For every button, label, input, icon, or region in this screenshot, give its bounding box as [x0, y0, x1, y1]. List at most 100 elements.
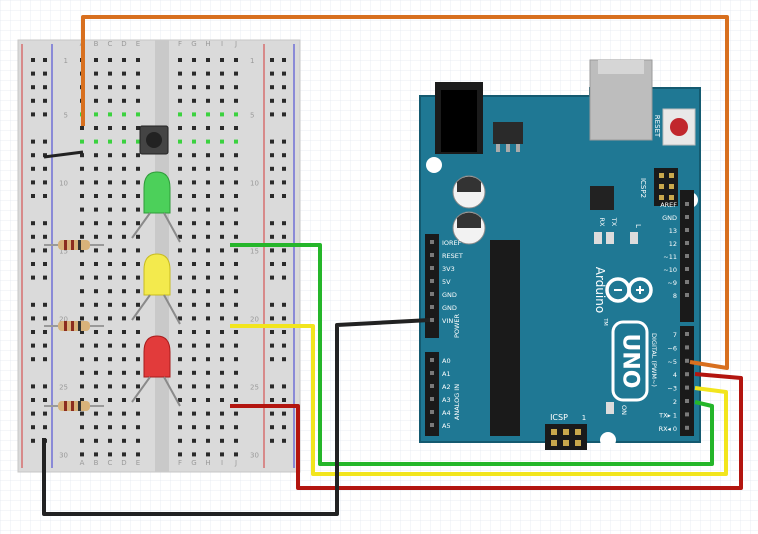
- breadboard-hole: [122, 207, 126, 212]
- column-letter: J: [234, 459, 237, 467]
- breadboard-hole: [234, 126, 238, 130]
- rail-hole: [282, 262, 286, 266]
- red-led-legs: [131, 376, 181, 407]
- rail-hole: [43, 194, 47, 198]
- pushbutton: [139, 125, 169, 155]
- breadboard-hole: [136, 289, 140, 294]
- analog-header: [425, 352, 439, 436]
- breadboard-hole: [108, 221, 112, 226]
- breadboard-hole: [136, 71, 140, 76]
- breadboard-hole: [80, 384, 84, 389]
- rail-hole: [282, 384, 286, 389]
- breadboard-hole: [108, 316, 112, 321]
- icsp2-pin: [669, 195, 674, 200]
- header-pin: [685, 241, 689, 245]
- breadboard-hole: [206, 71, 210, 76]
- header-pin: [685, 412, 689, 417]
- rail-hole: [43, 85, 47, 90]
- breadboard-hole: [220, 411, 224, 416]
- power-group-label: POWER: [453, 313, 461, 338]
- breadboard-hole: [108, 126, 112, 130]
- breadboard-hole: [108, 180, 112, 185]
- breadboard-hole: [234, 330, 238, 334]
- column-letter: I: [221, 459, 223, 467]
- rail-hole: [31, 316, 35, 321]
- breadboard-hole: [234, 166, 238, 171]
- rail-hole: [43, 58, 47, 62]
- breadboard-hole: [192, 384, 196, 389]
- header-pin: [685, 345, 689, 350]
- breadboard-hole: [234, 370, 238, 375]
- breadboard-hole: [178, 126, 182, 130]
- breadboard-hole: [122, 234, 126, 239]
- breadboard-hole: [108, 139, 112, 144]
- breadboard-hole: [178, 221, 182, 226]
- rail-hole: [282, 275, 286, 280]
- breadboard-hole: [192, 71, 196, 76]
- breadboard-hole: [178, 316, 182, 321]
- breadboard-hole: [206, 180, 210, 185]
- rail-hole: [282, 71, 286, 76]
- breadboard-hole: [178, 166, 182, 171]
- breadboard-hole: [108, 166, 112, 171]
- arduino-logo: [605, 277, 653, 303]
- resistor-1-band: [64, 240, 67, 250]
- icsp-pin: [575, 440, 581, 446]
- rail-hole: [31, 153, 35, 158]
- resistor-3-band: [78, 401, 81, 411]
- usb-chip: [590, 186, 614, 210]
- breadboard-hole: [206, 126, 210, 130]
- breadboard-hole: [108, 330, 112, 334]
- analog-pin-label: A4: [442, 409, 451, 417]
- header-pin: [685, 254, 689, 258]
- rail-hole: [43, 330, 47, 334]
- power-pin-label: GND: [442, 304, 457, 312]
- rail-hole: [270, 221, 274, 226]
- resistor-1-band: [78, 240, 81, 250]
- rail-hole: [270, 58, 274, 62]
- breadboard-hole: [122, 289, 126, 294]
- header-pin: [430, 318, 434, 322]
- breadboard-hole: [178, 207, 182, 212]
- breadboard-hole: [178, 180, 182, 185]
- breadboard-hole: [206, 316, 210, 321]
- header-pins: [430, 202, 689, 430]
- rail-hole: [43, 343, 47, 348]
- icsp2-pin: [659, 184, 664, 189]
- rail-hole: [31, 384, 35, 389]
- breadboard-hole: [234, 425, 238, 430]
- breadboard-hole: [234, 302, 238, 307]
- breadboard-hole: [80, 330, 84, 334]
- analog-pin-label: A0: [442, 357, 451, 365]
- breadboard-hole: [108, 289, 112, 294]
- breadboard-hole: [192, 411, 196, 416]
- breadboard-hole: [206, 330, 210, 334]
- icsp2-pin: [659, 173, 664, 178]
- breadboard-hole: [192, 330, 196, 334]
- breadboard-hole: [220, 398, 224, 402]
- uno-badge: [611, 320, 649, 402]
- green-led-legs: [131, 212, 181, 243]
- rail-hole: [270, 425, 274, 430]
- breadboard-hole: [192, 207, 196, 212]
- breadboard-hole: [122, 139, 126, 144]
- breadboard-hole: [234, 139, 238, 144]
- rail-hole: [31, 98, 35, 103]
- breadboard-hole: [178, 71, 182, 76]
- power-pin-label: GND: [442, 291, 457, 299]
- column-letter: E: [136, 40, 140, 48]
- breadboard-hole: [94, 85, 98, 90]
- digital-pin-label: RX◂ 0: [659, 425, 677, 433]
- breadboard-hole: [136, 357, 140, 362]
- breadboard-hole: [220, 58, 224, 62]
- rail-hole: [31, 194, 35, 198]
- rail-hole: [31, 411, 35, 416]
- breadboard-hole: [192, 194, 196, 198]
- rail-hole: [270, 248, 274, 253]
- rail-hole: [270, 398, 274, 402]
- breadboard-hole: [136, 180, 140, 185]
- breadboard-hole: [192, 153, 196, 158]
- resistor-2-band: [64, 321, 67, 331]
- icsp2-pin: [659, 195, 664, 200]
- breadboard-hole: [122, 452, 126, 457]
